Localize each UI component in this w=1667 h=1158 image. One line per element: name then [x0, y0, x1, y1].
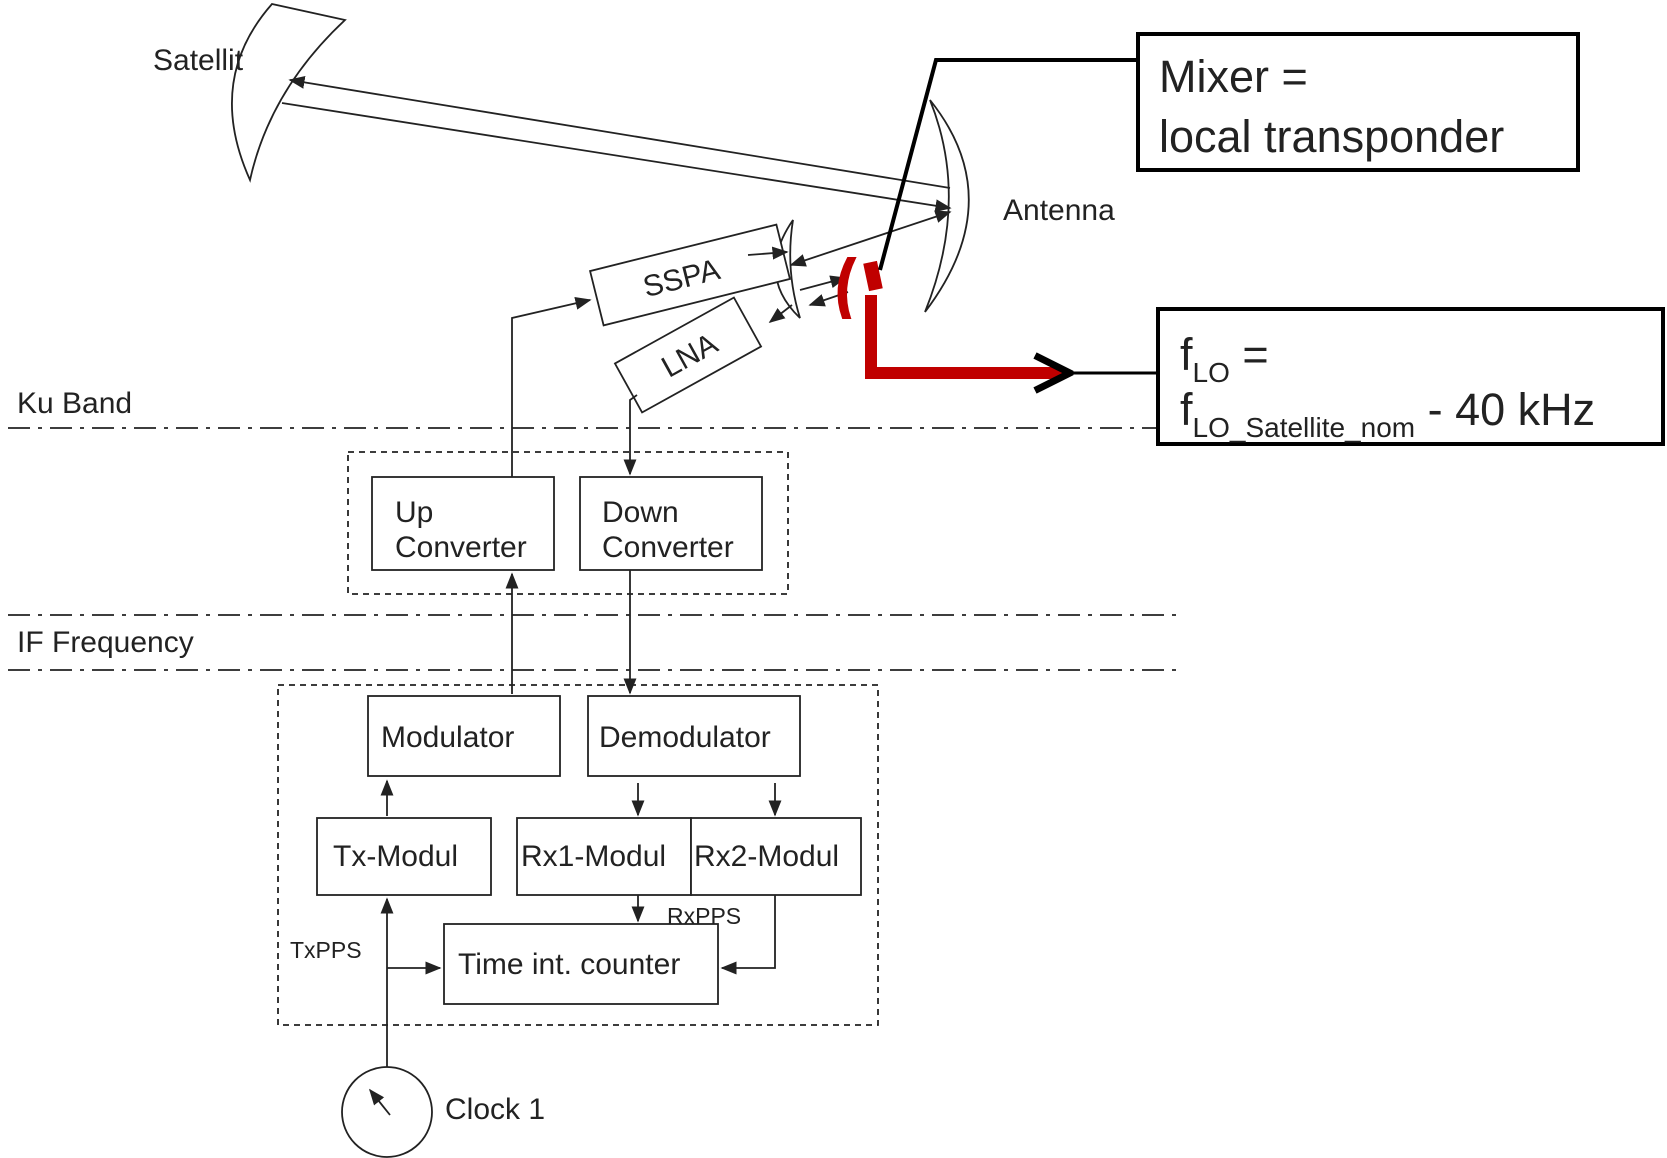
mixer-callout-box — [1136, 32, 1580, 172]
up-converter-label-1: Up — [395, 496, 433, 529]
antenna-icon — [924, 99, 970, 313]
tx-modul-label: Tx-Modul — [333, 840, 458, 873]
up-converter-label-2: Converter — [395, 531, 527, 564]
txpps-label: TxPPS — [290, 937, 362, 963]
mixer-icon — [837, 257, 1062, 379]
feed-to-lna-arrow — [768, 304, 793, 323]
flo-callout-line-1: fLO = — [1180, 329, 1269, 388]
rx1-modul-box — [516, 817, 692, 896]
clock-label: Clock 1 — [445, 1093, 545, 1126]
sspa-box: SSPA — [588, 223, 792, 327]
modem-group — [277, 684, 879, 1026]
lna-box: LNA — [613, 296, 763, 414]
time-counter-label: Time int. counter — [458, 948, 680, 981]
flo-callout-line-2: fLO_Satellite_nom - 40 kHz — [1180, 384, 1595, 443]
down-converter-label-2: Converter — [602, 531, 734, 564]
modulator-box — [367, 695, 561, 777]
mixer-callout-line-1: Mixer = — [1159, 51, 1308, 102]
lna-to-down-arrow — [623, 394, 638, 476]
time-counter-box — [443, 923, 719, 1005]
clock-icon — [341, 1066, 433, 1158]
up-converter-box — [371, 476, 555, 571]
modulator-label: Modulator — [381, 721, 514, 754]
downlink-beam — [281, 102, 952, 213]
demodulator-label: Demodulator — [599, 721, 771, 754]
demodulator-box — [587, 695, 801, 777]
antenna-label: Antenna — [1003, 194, 1115, 227]
rx2-modul-label: Rx2-Modul — [694, 840, 839, 873]
rx2-modul-box — [690, 817, 862, 896]
ku-band-label: Ku Band — [17, 387, 132, 420]
rxpps-label: RxPPS — [667, 903, 741, 929]
satellit-label: Satellit — [153, 44, 244, 77]
uplink-beam — [288, 75, 951, 189]
up-to-sspa-arrow — [511, 296, 592, 477]
tx-modul-box — [316, 817, 492, 896]
feed-to-mixer-arrow-1 — [799, 275, 847, 291]
converter-group — [347, 451, 789, 595]
sspa-to-feed-arrow — [747, 246, 789, 260]
if-frequency-label: IF Frequency — [17, 626, 194, 659]
satellite-icon — [231, 3, 347, 183]
mixer-callout-line-2: local transponder — [1159, 111, 1504, 162]
mixer-callout-leader — [878, 58, 1138, 271]
feed-to-antenna-arrows — [789, 210, 952, 267]
rx1-modul-label: Rx1-Modul — [521, 840, 666, 873]
rx2-to-counter-arrow — [720, 895, 776, 975]
down-converter-box — [579, 476, 763, 571]
flo-callout-box — [1156, 307, 1665, 446]
down-converter-label-1: Down — [602, 496, 679, 529]
